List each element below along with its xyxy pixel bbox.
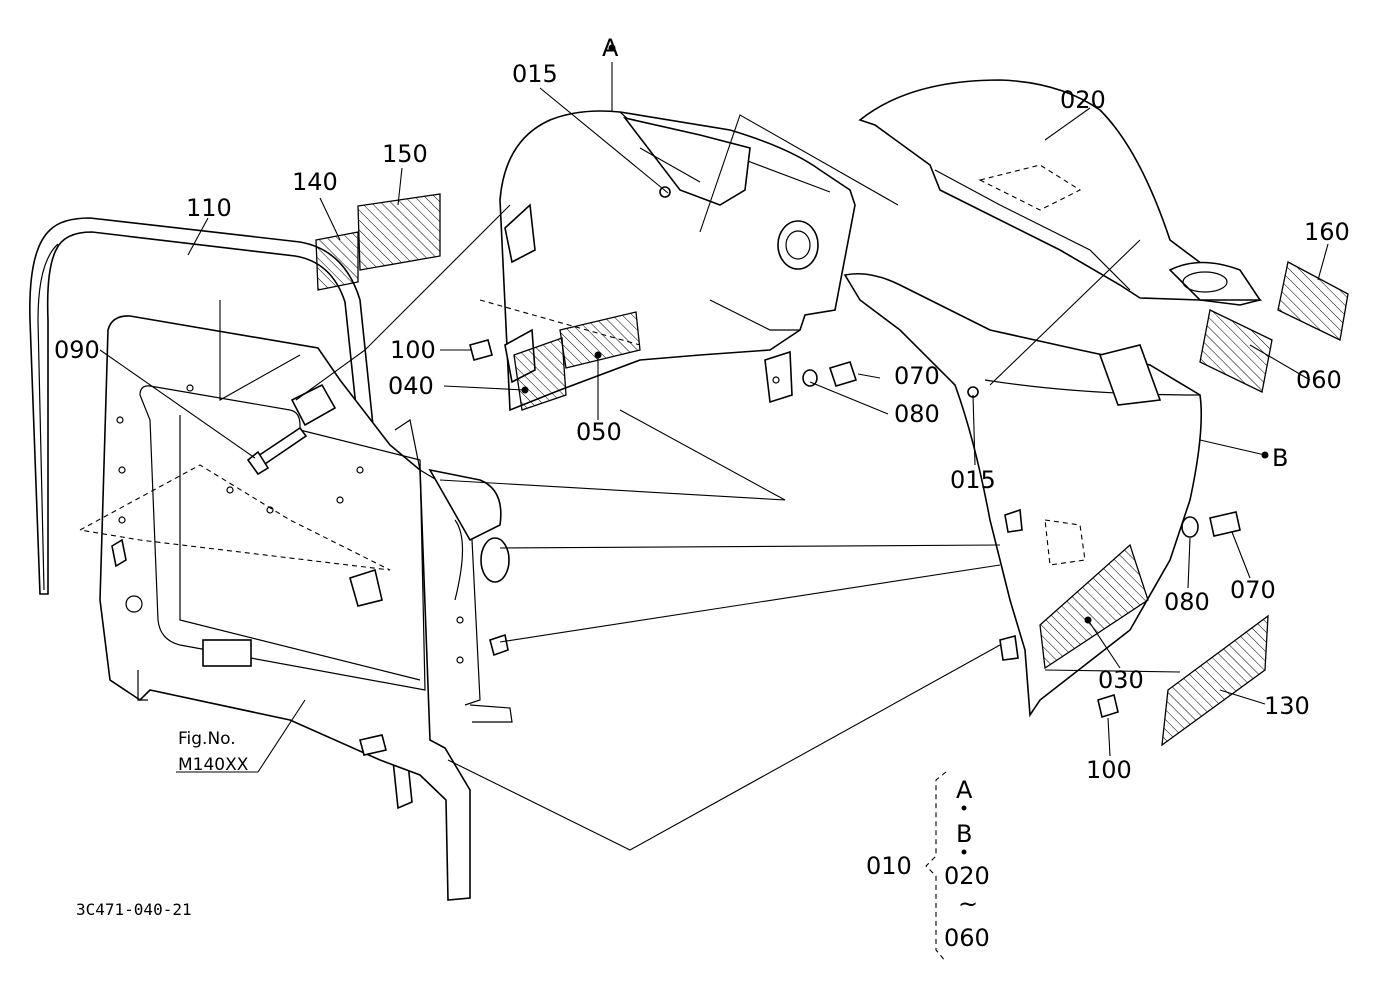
callout-a: A [602, 34, 619, 62]
figure-ref-line2: M140XX [178, 755, 249, 775]
callout-070b: 070 [1230, 576, 1276, 604]
assembly-legend: 010 A B 020 ~ 060 [866, 771, 990, 963]
callout-040: 040 [388, 372, 434, 400]
callout-140: 140 [292, 168, 338, 196]
callout-060: 060 [1296, 366, 1342, 394]
drawing-number: 3C471-040-21 [76, 900, 192, 919]
callout-160: 160 [1304, 218, 1350, 246]
cover-a [499, 110, 856, 412]
callout-100: 100 [390, 336, 436, 364]
callout-070: 070 [894, 362, 940, 390]
callout-labels: 015 020 110 140 150 160 090 100 070 040 … [54, 34, 1350, 919]
callout-080: 080 [894, 400, 940, 428]
callout-015: 015 [512, 60, 558, 88]
callout-080b: 080 [1164, 588, 1210, 616]
callout-050: 050 [576, 418, 622, 446]
callout-030: 030 [1098, 666, 1144, 694]
figure-ref-line1: Fig.No. [178, 729, 236, 749]
callout-090: 090 [54, 336, 100, 364]
callout-020: 020 [1060, 86, 1106, 114]
fasteners [469, 186, 1241, 719]
leader-lines [99, 44, 1329, 773]
assembly-item-a: A [956, 776, 973, 804]
callout-015b: 015 [950, 466, 996, 494]
assembly-item-020: 020 [944, 862, 990, 890]
rear-frame-panel [99, 315, 513, 901]
assembly-code: 010 [866, 852, 912, 880]
assembly-item-b: B [956, 820, 972, 848]
assembly-item-tilde: ~ [958, 890, 978, 918]
assembly-item-060: 060 [944, 924, 990, 952]
decal-130 [1161, 614, 1269, 747]
callout-130: 130 [1264, 692, 1310, 720]
callout-b: B [1272, 444, 1288, 472]
decals-160-060 [1199, 261, 1349, 393]
bolt-090 [246, 383, 337, 476]
decals-140-150 [315, 193, 441, 291]
cover-020 [858, 79, 1263, 306]
callout-110: 110 [186, 194, 232, 222]
guide-lines [79, 114, 1181, 851]
cover-b [843, 272, 1203, 718]
callout-150: 150 [382, 140, 428, 168]
callout-100b: 100 [1086, 756, 1132, 784]
seal-110 [29, 217, 413, 810]
